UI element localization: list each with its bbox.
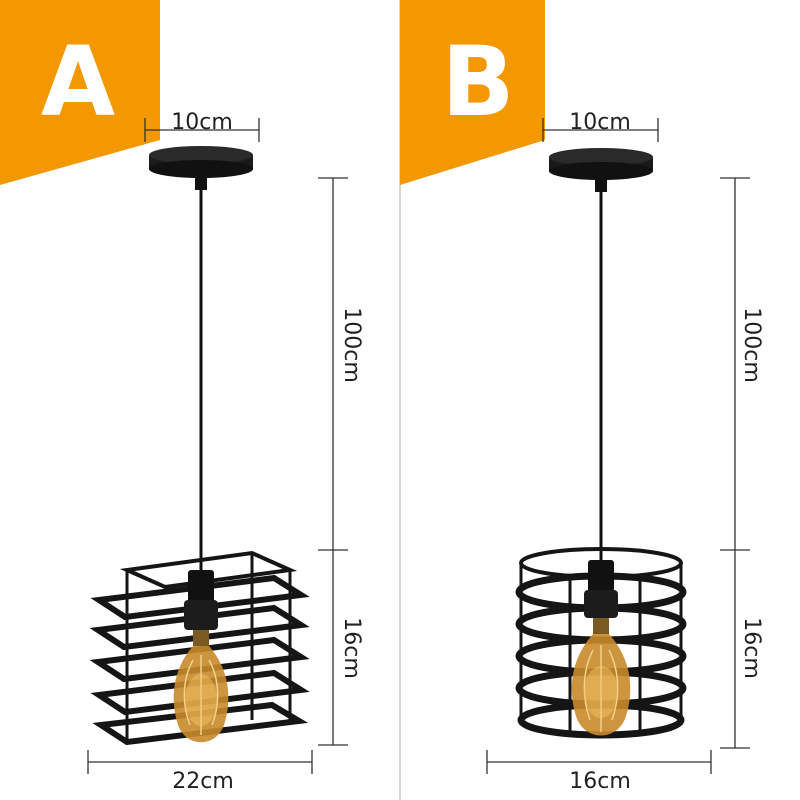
badge-a-letter: A (41, 26, 115, 138)
panel-a-drawing: A 10cm (0, 0, 364, 794)
canopy-dimension-a (144, 118, 260, 142)
bulb-a (173, 570, 229, 743)
cord-length-label-b: 100cm (739, 307, 764, 383)
bulb-b (571, 560, 631, 736)
badge-a-background (0, 0, 160, 185)
panel-b: B 10cm (400, 0, 800, 800)
canopy-width-label-b: 10cm (569, 110, 631, 135)
panel-a: A 10cm (0, 0, 364, 794)
canopy-dimension-b (542, 118, 659, 142)
shade-height-dimension-a (318, 550, 348, 746)
shade-height-label-a: 16cm (339, 617, 364, 679)
badge-b-background (400, 0, 545, 185)
shade-width-label-b: 16cm (569, 769, 631, 794)
shade-height-dimension-b (720, 550, 750, 749)
panel-b-drawing: B 10cm (400, 0, 764, 794)
shade-height-label-b: 16cm (739, 617, 764, 679)
badge-b-letter: B (441, 26, 514, 138)
canopy-a (149, 146, 253, 190)
shade-width-dimension-b (486, 750, 712, 774)
panel-divider (399, 0, 401, 800)
canopy-b (549, 148, 653, 192)
shade-width-dimension-a (87, 750, 313, 774)
canopy-width-label-a: 10cm (171, 110, 233, 135)
shade-width-label-a: 22cm (172, 769, 234, 794)
cord-length-label-a: 100cm (339, 307, 364, 383)
